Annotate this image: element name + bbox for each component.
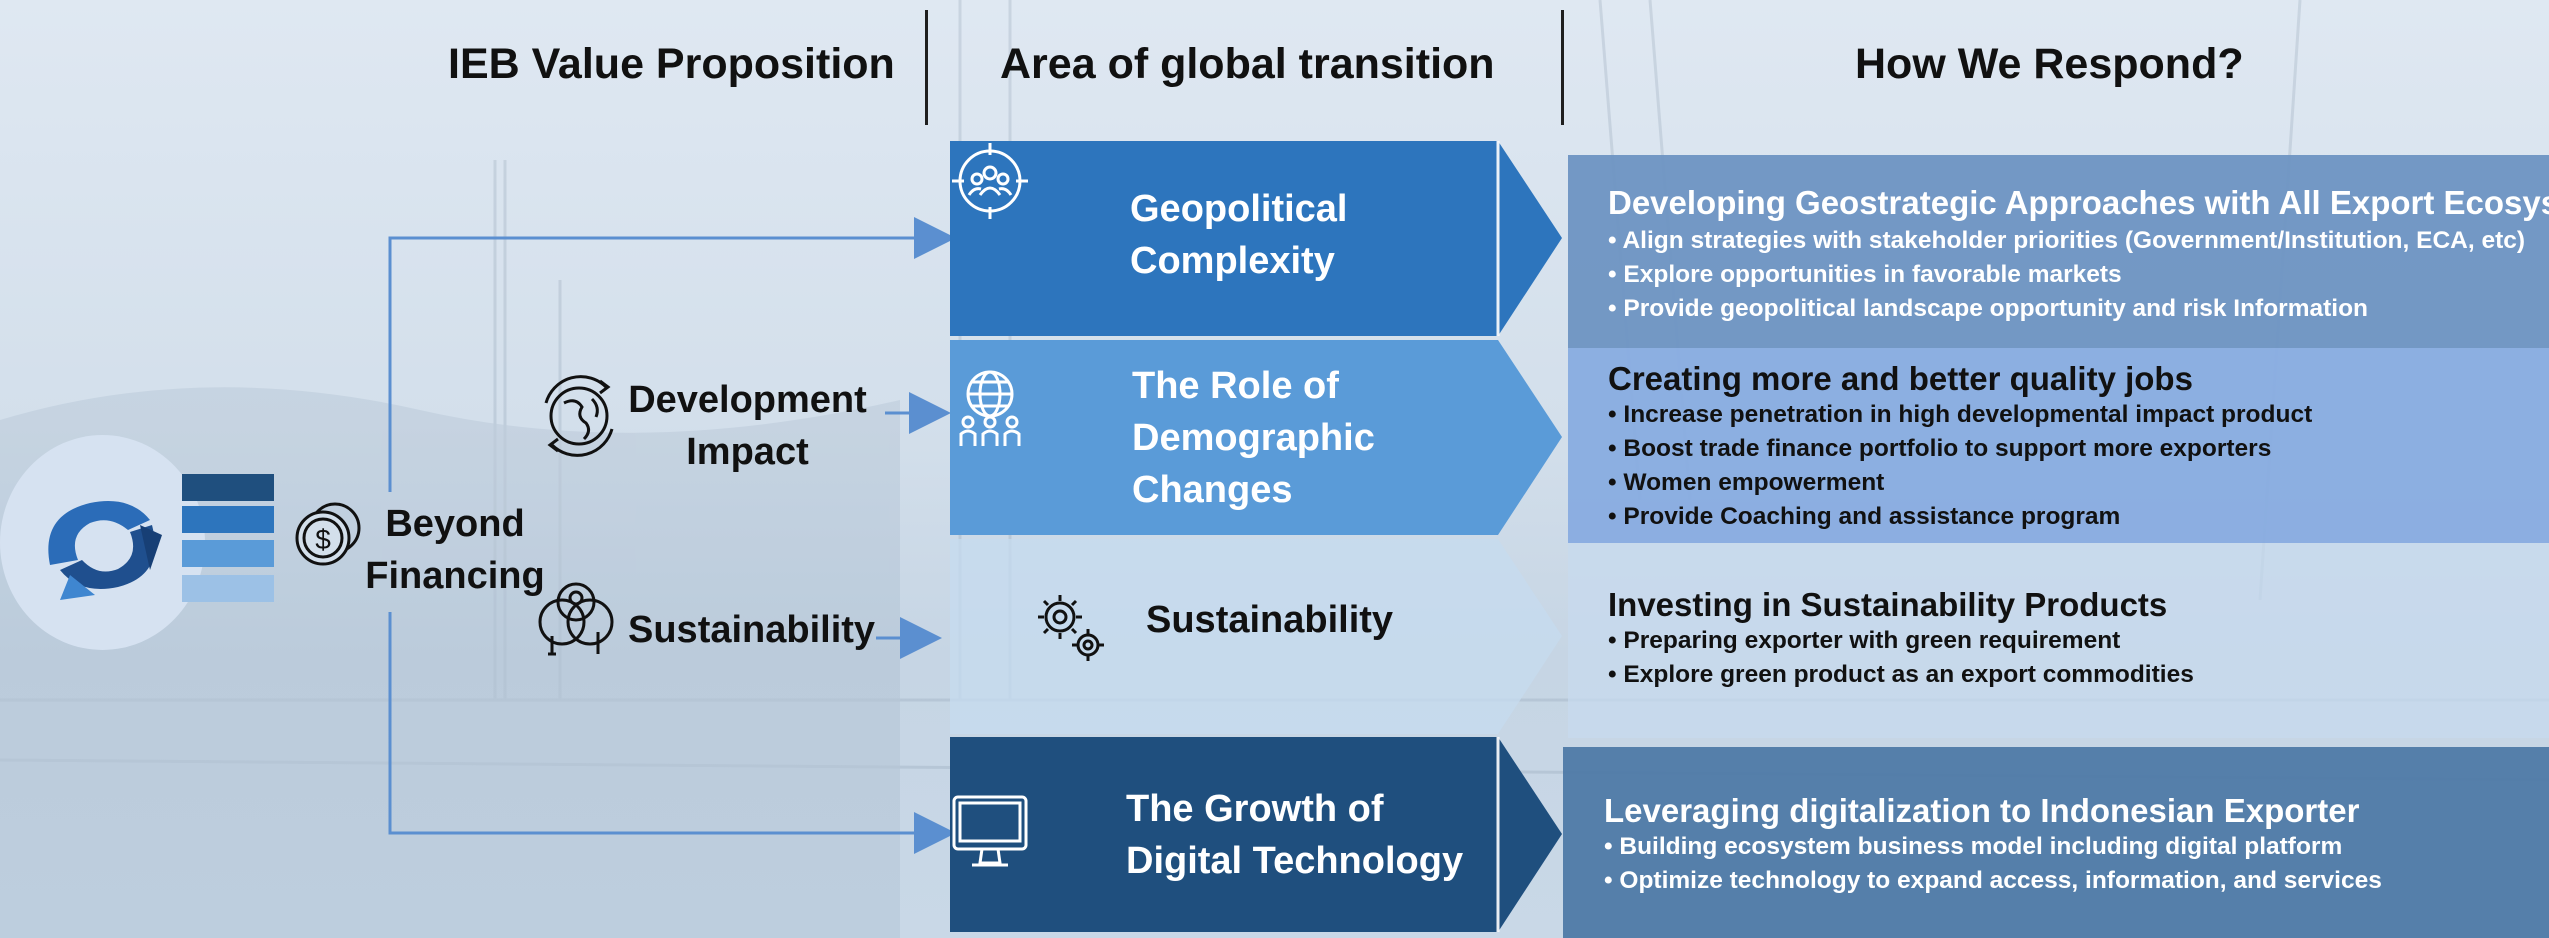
response-list: Building ecosystem business model includ… [1604,830,2382,898]
chevron-shape [950,737,1562,932]
transition-digital: The Growth of Digital Technology [950,737,1562,932]
response-title: Leveraging digitalization to Indonesian … [1604,792,2360,829]
transition-title: Sustainability [1146,599,1394,641]
transition-title: Geopolitical Complexity [1130,188,1348,282]
transition-geopolitical: Geopolitical Complexity [950,141,1562,336]
coins-icon: $ [295,502,361,566]
chevron-shape [950,539,1562,734]
sustainability-left-label: Sustainability [628,609,876,651]
response-item: Boost trade finance portfolio to support… [1608,432,2312,466]
transition-demographic: The Role of Demographic Changes [950,340,1562,535]
response-item: Optimize technology to expand access, in… [1604,864,2381,898]
response-item: Provide geopolitical landscape opportuni… [1608,292,2549,326]
response-sustainability: Investing in Sustainability Products Pre… [1608,586,2194,692]
ieb-logo-icon [48,501,162,600]
globe-cycle-icon [544,375,614,457]
header-divider-1 [925,10,928,125]
response-item: Explore opportunities in favorable marke… [1608,258,2549,292]
response-item: Increase penetration in high development… [1608,398,2312,432]
response-title: Creating more and better quality jobs [1608,360,2193,397]
header-global-transition: Area of global transition [1000,40,1495,88]
logo-bar-3 [182,540,274,567]
header-value-proposition: IEB Value Proposition [448,40,895,88]
response-jobs: Creating more and better quality jobs In… [1608,360,2312,534]
logo-circle [0,435,205,650]
monitor-icon [952,795,1028,867]
logo-bar-2 [182,506,274,533]
gears-icon [1038,595,1104,661]
chevron-shape [950,340,1562,535]
response-list: Preparing exporter with green requiremen… [1608,624,2194,692]
response-item: Building ecosystem business model includ… [1604,830,2382,864]
transition-title: The Growth of Digital Technology [1126,788,1464,882]
sustainability-circles-icon [538,582,614,656]
transition-title: The Role of Demographic Changes [1132,365,1375,511]
svg-text:$: $ [315,524,331,555]
response-item: Women empowerment [1608,466,2312,500]
response-title: Investing in Sustainability Products [1608,586,2168,623]
header-how-we-respond: How We Respond? [1855,40,2244,88]
header-divider-2 [1561,10,1564,125]
response-item: Preparing exporter with green requiremen… [1608,624,2194,658]
response-item: Align strategies with stakeholder priori… [1608,224,2549,258]
people-target-icon [952,143,1028,219]
response-list: Align strategies with stakeholder priori… [1608,224,2549,326]
response-title: Developing Geostrategic Approaches with … [1608,184,2549,221]
chevron-shape [950,141,1562,336]
response-list: Increase penetration in high development… [1608,398,2312,534]
response-digital: Leveraging digitalization to Indonesian … [1604,792,2382,898]
logo-bar-4 [182,575,274,602]
response-geostrategic: Developing Geostrategic Approaches with … [1608,184,2549,326]
development-impact-label: Development Impact [628,379,867,473]
globe-people-icon [959,370,1021,446]
logo-bar-1 [182,474,274,501]
transition-sustainability: Sustainability [950,539,1562,734]
response-item: Explore green product as an export commo… [1608,658,2193,692]
response-item: Provide Coaching and assistance program [1608,500,2312,534]
beyond-financing-label: Beyond Financing [365,503,545,597]
